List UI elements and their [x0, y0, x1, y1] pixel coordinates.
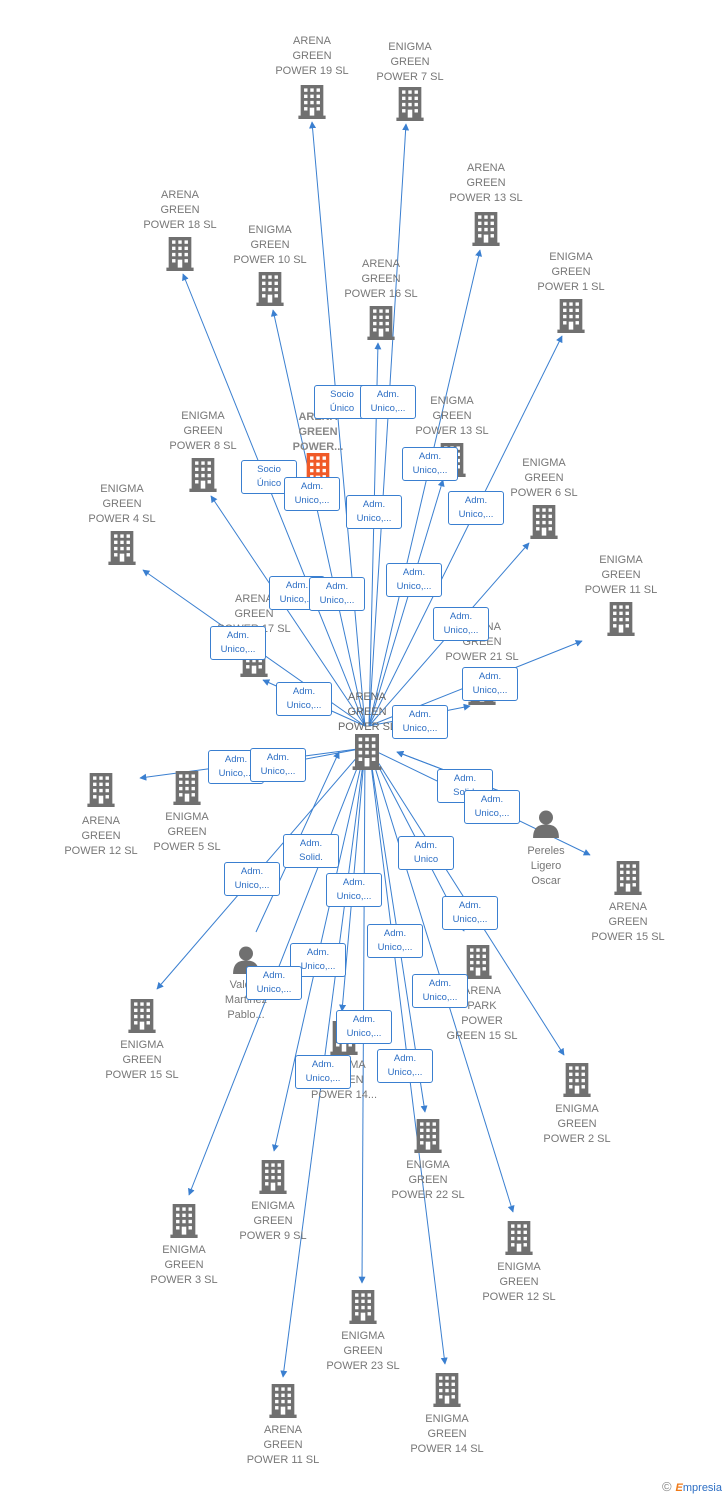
- center-node-label[interactable]: ARENA GREEN POWER SL: [337, 691, 397, 733]
- edge-label[interactable]: Adm. Unico,...: [309, 577, 365, 611]
- node-label[interactable]: ENIGMA GREEN POWER 2 SL: [543, 1103, 611, 1145]
- node-label[interactable]: ENIGMA GREEN POWER 1 SL: [537, 251, 605, 293]
- building-icon[interactable]: [189, 458, 217, 492]
- edge-label[interactable]: Adm. Unico,...: [360, 385, 416, 419]
- edge-line: [210, 495, 366, 727]
- edge-line: [368, 479, 445, 727]
- edge-label[interactable]: Adm. Unico,...: [210, 626, 266, 660]
- edge-label[interactable]: Adm. Unico,...: [462, 667, 518, 701]
- edge-label[interactable]: Adm. Unico,...: [295, 1055, 351, 1089]
- building-icon[interactable]: [256, 272, 284, 306]
- node-label[interactable]: ENIGMA GREEN POWER 12 SL: [482, 1261, 556, 1303]
- building-icon[interactable]: [433, 1373, 461, 1407]
- node-label[interactable]: ENIGMA GREEN POWER 6 SL: [510, 457, 578, 499]
- building-icon[interactable]: [396, 87, 424, 121]
- node-label[interactable]: ENIGMA GREEN POWER 7 SL: [376, 41, 444, 83]
- edge-label[interactable]: Adm. Unico,...: [276, 682, 332, 716]
- edge-line: [368, 335, 563, 727]
- edge-label[interactable]: Adm. Unico,...: [377, 1049, 433, 1083]
- building-icon[interactable]: [269, 1384, 297, 1418]
- edge-label[interactable]: Adm. Unico,...: [402, 447, 458, 481]
- edge-line: [270, 309, 366, 727]
- edge-label[interactable]: Adm. Unico,...: [326, 873, 382, 907]
- node-label[interactable]: ENIGMA GREEN POWER 23 SL: [326, 1330, 400, 1372]
- edge-label[interactable]: Adm. Unico,...: [246, 966, 302, 1000]
- edge-label[interactable]: Adm. Unico,...: [412, 974, 468, 1008]
- building-icon[interactable]: [349, 1290, 377, 1324]
- person-icon[interactable]: [533, 810, 559, 838]
- building-icon[interactable]: [298, 85, 326, 119]
- edge-label[interactable]: Adm. Unico,...: [346, 495, 402, 529]
- building-icon[interactable]: [557, 299, 585, 333]
- copyright-symbol: ©: [661, 1479, 672, 1494]
- node-label[interactable]: ARENA GREEN POWER 11 SL: [246, 1424, 320, 1466]
- edge-label[interactable]: Adm. Unico,...: [448, 491, 504, 525]
- edge-label[interactable]: Adm. Solid.: [283, 834, 339, 868]
- node-label[interactable]: ENIGMA GREEN POWER 9 SL: [239, 1200, 307, 1242]
- brand-logo: ©Empresia: [662, 1479, 722, 1494]
- node-label[interactable]: ARENA GREEN POWER 13 SL: [449, 162, 523, 204]
- node-label[interactable]: ENIGMA GREEN POWER 8 SL: [169, 410, 237, 452]
- edge-label[interactable]: Adm. Unico,...: [367, 924, 423, 958]
- building-icon[interactable]: [108, 531, 136, 565]
- building-icon[interactable]: [352, 734, 382, 770]
- node-label[interactable]: Pereles Ligero Oscar: [527, 845, 565, 887]
- building-icon[interactable]: [166, 237, 194, 271]
- brand-name: mpresia: [682, 1482, 722, 1494]
- node-label[interactable]: ENIGMA GREEN POWER 14 SL: [410, 1413, 484, 1455]
- edge-label[interactable]: Adm. Unico,...: [250, 748, 306, 782]
- building-icon[interactable]: [607, 602, 635, 636]
- building-icon[interactable]: [614, 861, 642, 895]
- building-icon[interactable]: [505, 1221, 533, 1255]
- edge-label[interactable]: Adm. Unico,...: [464, 790, 520, 824]
- node-label[interactable]: ARENA GREEN POWER 18 SL: [143, 189, 217, 231]
- node-label[interactable]: ARENA GREEN POWER 19 SL: [275, 35, 349, 77]
- node-label[interactable]: ARENA PARK POWER GREEN 15 SL: [446, 985, 518, 1042]
- edge-label[interactable]: Adm. Unico,...: [336, 1010, 392, 1044]
- node-label[interactable]: ENIGMA GREEN POWER 11 SL: [584, 554, 658, 596]
- node-label[interactable]: ENIGMA GREEN POWER 4 SL: [88, 483, 156, 525]
- building-icon[interactable]: [472, 212, 500, 246]
- building-icon[interactable]: [128, 999, 156, 1033]
- edge-label[interactable]: Adm. Unico: [398, 836, 454, 870]
- node-label[interactable]: ENIGMA GREEN POWER 10 SL: [233, 224, 307, 266]
- edge-label[interactable]: Adm. Unico,...: [224, 862, 280, 896]
- building-icon[interactable]: [170, 1204, 198, 1238]
- building-icon[interactable]: [367, 306, 395, 340]
- building-icon[interactable]: [259, 1160, 287, 1194]
- node-label[interactable]: ENIGMA GREEN POWER 5 SL: [153, 811, 221, 853]
- edge-label[interactable]: Adm. Unico,...: [433, 607, 489, 641]
- node-label[interactable]: ARENA GREEN POWER 16 SL: [344, 258, 418, 300]
- building-icon[interactable]: [464, 945, 492, 979]
- node-label[interactable]: ARENA GREEN POWER 15 SL: [591, 901, 665, 943]
- edge-label[interactable]: Adm. Unico,...: [442, 896, 498, 930]
- node-label[interactable]: ENIGMA GREEN POWER 3 SL: [150, 1244, 218, 1286]
- building-icon[interactable]: [563, 1063, 591, 1097]
- edge-line: [182, 273, 366, 727]
- node-label[interactable]: ENIGMA GREEN POWER 13 SL: [415, 395, 489, 437]
- building-icon[interactable]: [173, 771, 201, 805]
- node-label[interactable]: ARENA GREEN POWER 12 SL: [64, 815, 138, 857]
- edge-label[interactable]: Adm. Unico,...: [392, 705, 448, 739]
- building-icon[interactable]: [530, 505, 558, 539]
- node-label[interactable]: ENIGMA GREEN POWER 15 SL: [105, 1039, 179, 1081]
- edge-line: [309, 121, 366, 727]
- edge-label[interactable]: Adm. Unico,...: [284, 477, 340, 511]
- edge-line: [368, 249, 482, 727]
- edge-label[interactable]: Adm. Unico,...: [386, 563, 442, 597]
- edge-line: [368, 123, 410, 727]
- building-icon[interactable]: [87, 773, 115, 807]
- brand-initial: E: [675, 1482, 683, 1494]
- building-icon[interactable]: [414, 1119, 442, 1153]
- node-label[interactable]: ENIGMA GREEN POWER 22 SL: [391, 1159, 465, 1201]
